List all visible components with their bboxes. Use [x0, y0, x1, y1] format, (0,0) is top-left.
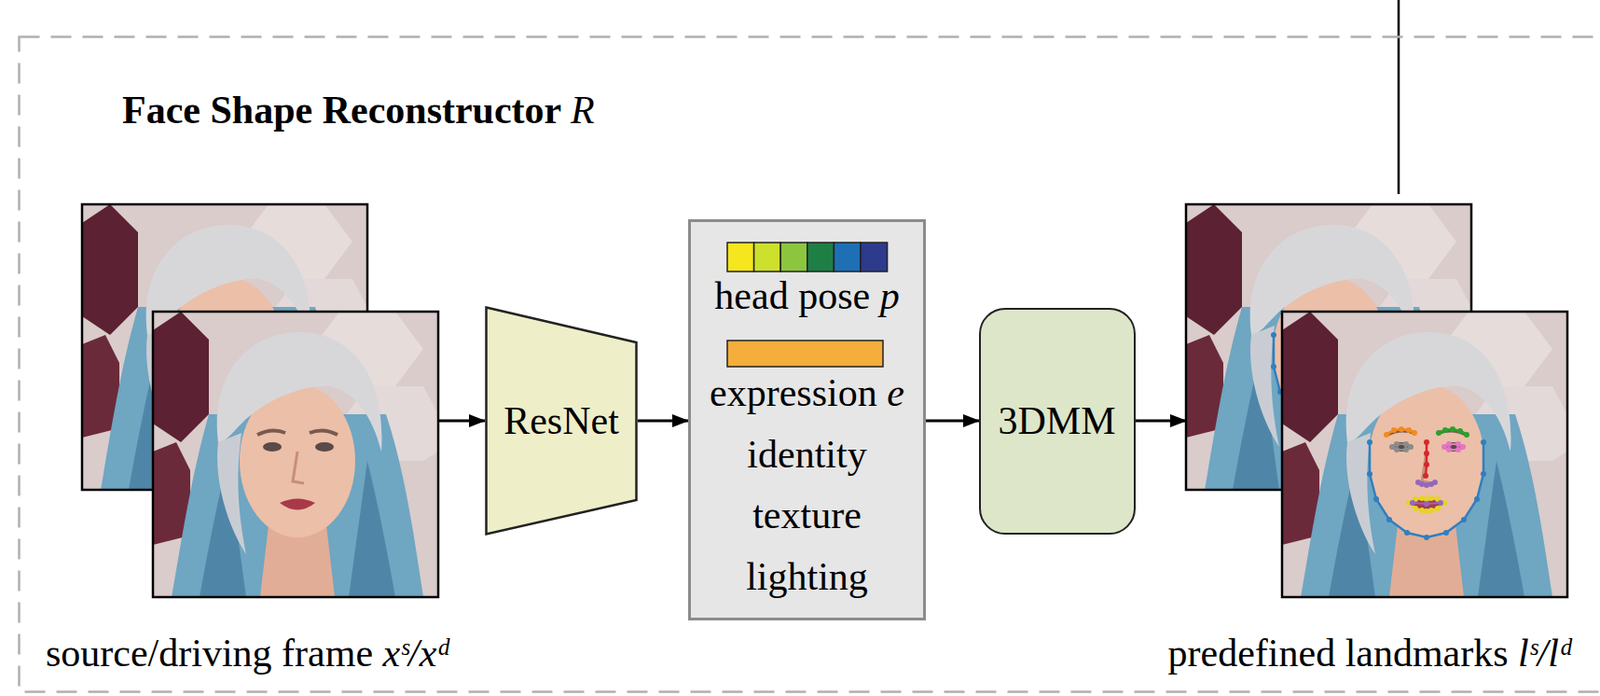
feed-line — [1397, 0, 1401, 194]
reconstructor-panel: source/driving frame xˢ/xᵈ ResNet head pos… — [17, 35, 1600, 693]
flow-arrow — [637, 419, 689, 423]
frame-caption: source/driving frame xˢ/xᵈ — [45, 630, 449, 676]
source-frame-stack: source/driving frame xˢ/xᵈ — [82, 204, 439, 597]
source-photos — [82, 204, 439, 597]
panel-title: Face Shape Reconstructor R — [122, 87, 595, 133]
box-label: expression e — [709, 370, 905, 415]
resnet-encoder: ResNet — [484, 305, 638, 536]
box-label: ResNet — [503, 398, 620, 443]
flow-arrow — [925, 419, 980, 423]
box-label: lighting — [745, 553, 869, 599]
box-label: 3DMM — [997, 397, 1116, 442]
frame-caption: predefined landmarks lˢ/lᵈ — [1168, 630, 1572, 676]
coefficient-box: head pose p expression e identity texture li… — [688, 219, 926, 621]
landmark-frame-stack: predefined landmarks lˢ/lᵈ — [1186, 204, 1568, 597]
flow-arrow — [1135, 419, 1187, 423]
flow-arrow — [438, 419, 485, 423]
box-label: texture — [752, 492, 862, 538]
3dmm-box: 3DMM — [979, 307, 1136, 535]
box-label: identity — [746, 431, 867, 477]
landmark-photos — [1186, 204, 1568, 597]
box-label: head pose p — [714, 273, 899, 318]
